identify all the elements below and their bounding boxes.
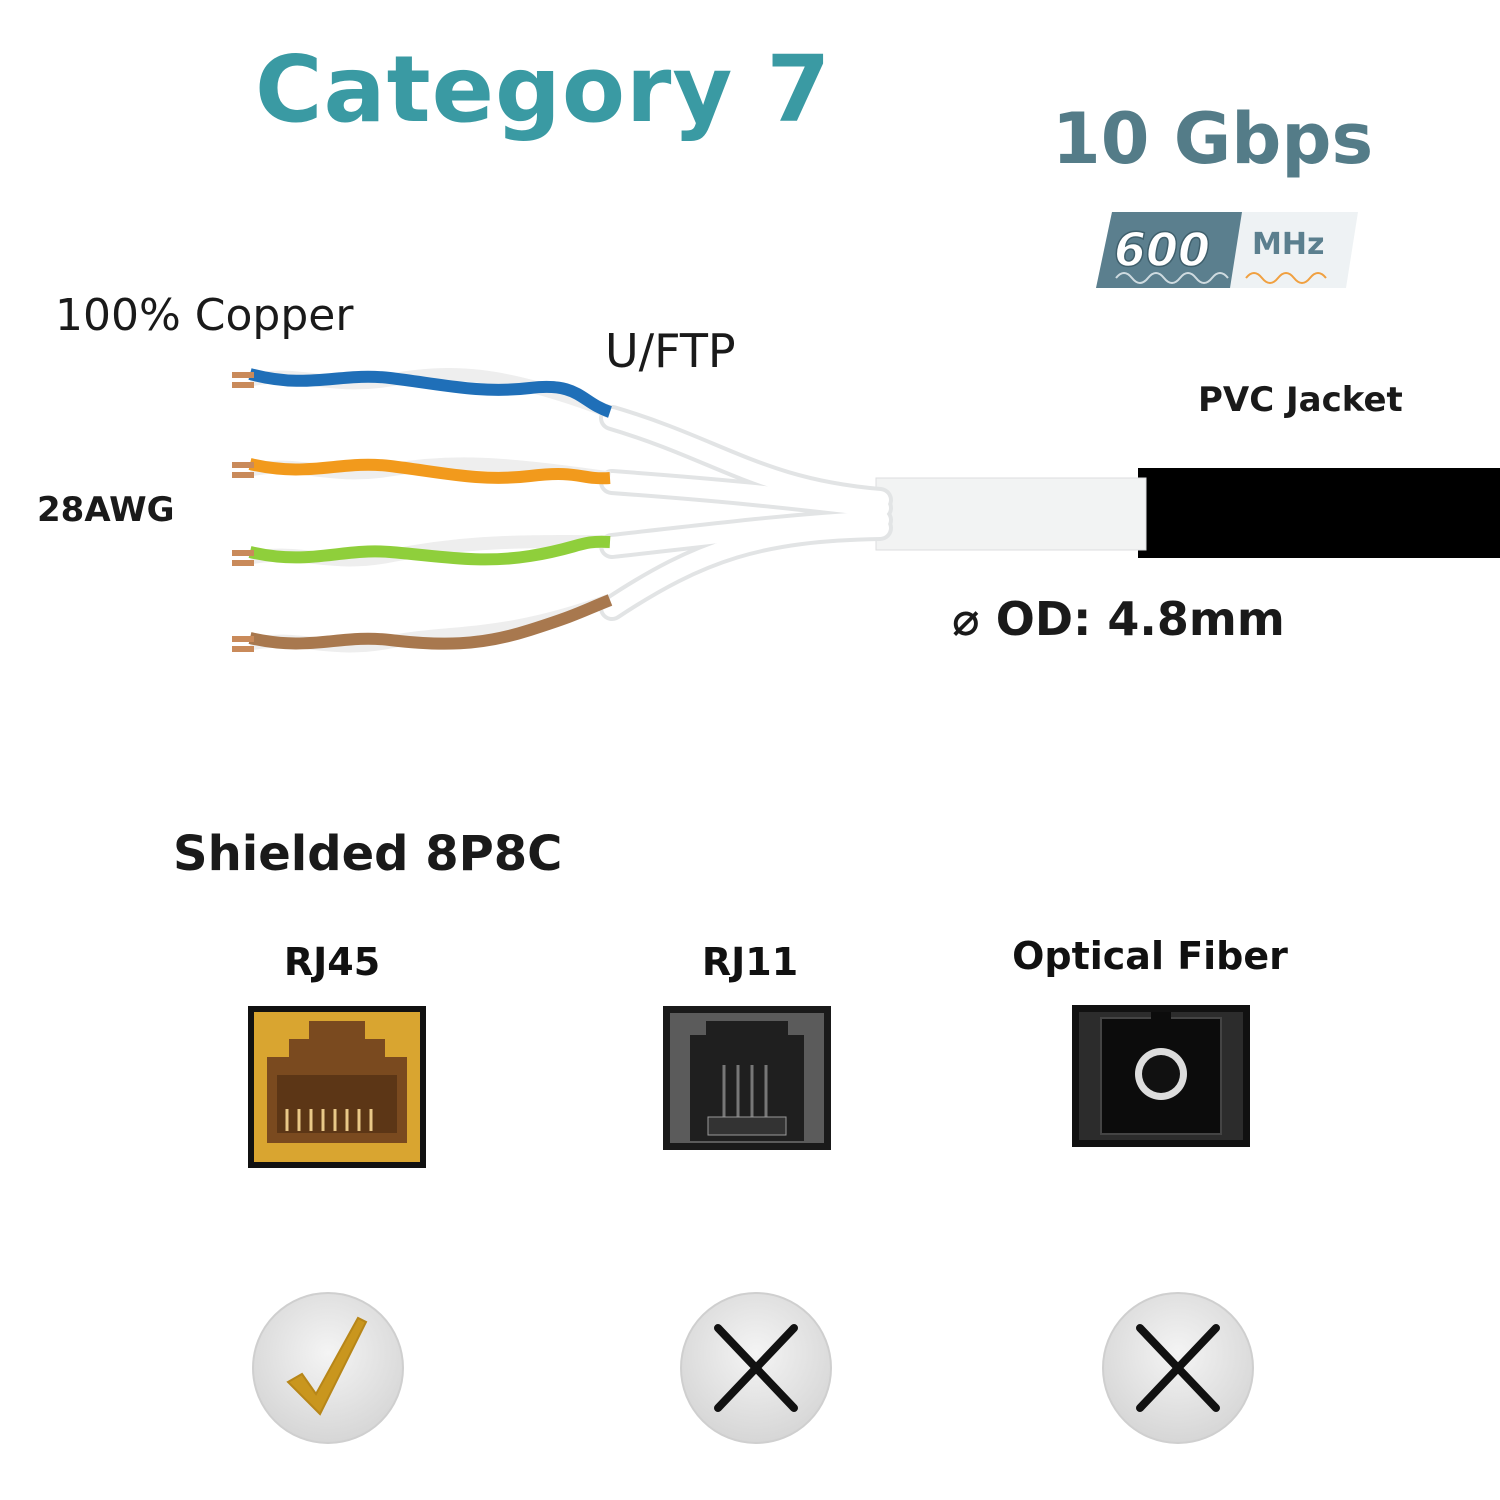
conductor-label: 100% Copper — [55, 290, 354, 341]
bandwidth-unit: MHz — [1252, 227, 1324, 262]
compat-mark-rj45 — [252, 1292, 404, 1444]
cable-illustration — [232, 368, 1500, 653]
diameter-label: ⌀ OD: 4.8mm — [952, 592, 1285, 646]
wire-pair-blue — [232, 368, 613, 419]
diameter-icon: ⌀ — [952, 592, 980, 646]
jacket-label: PVC Jacket — [1198, 380, 1403, 420]
cross-icon — [714, 1324, 798, 1412]
diameter-value: OD: 4.8mm — [995, 592, 1285, 646]
shielding-label: U/FTP — [605, 324, 736, 378]
rj45-port-icon — [248, 1006, 426, 1168]
wire-pair-orange — [232, 457, 611, 485]
bandwidth-value: 600 — [1114, 223, 1210, 277]
compat-mark-rj11 — [680, 1292, 832, 1444]
port-label-rj45: RJ45 — [283, 940, 381, 984]
check-icon — [286, 1316, 368, 1416]
speed-rating: 10 Gbps — [1052, 98, 1374, 180]
pvc-jacket — [1138, 468, 1500, 558]
wire-pair-green — [232, 535, 611, 567]
inner-sheath — [875, 477, 1147, 551]
connector-label: Shielded 8P8C — [173, 826, 563, 882]
compat-mark-optical-fiber — [1102, 1292, 1254, 1444]
port-label-rj11: RJ11 — [701, 940, 799, 984]
gauge-label: 28AWG — [37, 490, 175, 530]
optical-fiber-port-icon — [1072, 1005, 1250, 1147]
page-title: Category 7 — [255, 36, 832, 143]
port-label-optical-fiber: Optical Fiber — [1012, 934, 1288, 978]
cross-icon — [1136, 1324, 1220, 1412]
wire-pair-brown — [232, 593, 613, 653]
rj11-port-icon — [663, 1006, 831, 1150]
bandwidth-badge: 600 MHz — [1096, 212, 1358, 288]
